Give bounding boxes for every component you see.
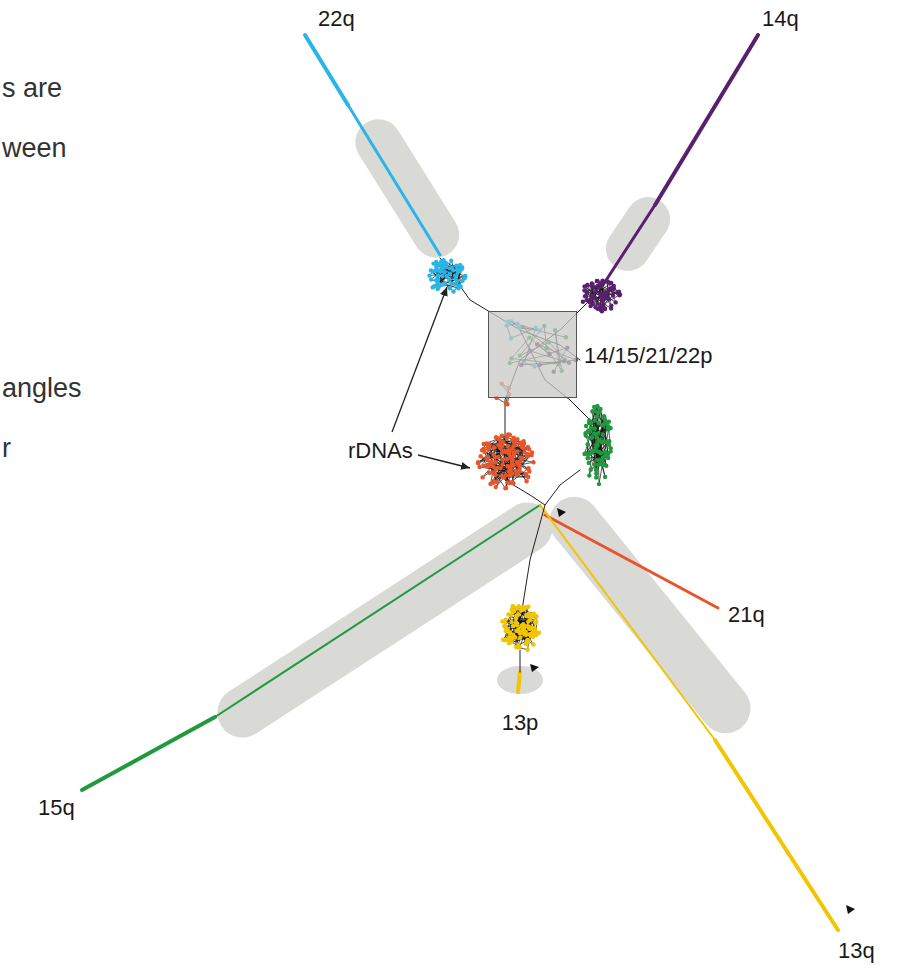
slide-text: ween [2,135,67,162]
arm-label: 13q [838,940,875,962]
markers [530,508,855,914]
slide-text: s are [2,75,62,102]
slide-text: r [2,435,11,462]
grey-bands [208,111,761,748]
arm-label: 21q [728,604,765,626]
callout-label: rDNAs [348,440,413,462]
arm-label: 13p [502,712,539,734]
arm-label: 14/15/21/22p [584,345,712,367]
chromosome-arms [82,35,838,930]
junction-box: 14/15/21/22p [488,311,577,398]
slide-text: angles [2,375,82,402]
arm-label: 22q [318,8,355,30]
arm-label: 15q [38,797,75,819]
rdna-tangles [427,258,622,652]
arm-segment: 13p [497,666,543,694]
arm-label: 14q [762,8,799,30]
